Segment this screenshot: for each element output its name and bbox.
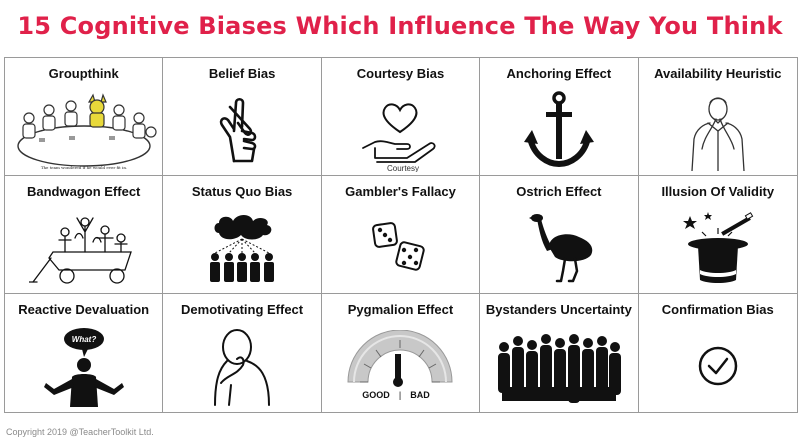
svg-text:|: | [399,390,401,400]
bias-card-anchoring-effect: Anchoring Effect [480,58,639,176]
gauge-icon: GOOD | BAD [322,324,479,408]
bias-card-illusion-of-validity: Illusion Of Validity [638,176,797,294]
bias-title: Courtesy Bias [356,66,445,81]
bias-card-belief-bias: Belief Bias [163,58,322,176]
courtesy-caption: Courtesy [387,164,419,172]
bias-title: Bandwagon Effect [26,184,141,199]
bias-card-bandwagon-effect: Bandwagon Effect [5,176,164,294]
bias-title: Confirmation Bias [661,302,774,317]
bias-title: Ostrich Effect [516,184,602,199]
bias-title: Pygmalion Effect [347,302,454,317]
speech-bubble-text: What? [71,335,96,344]
crowd-thought-icon [163,206,320,289]
bias-card-demotivating-effect: Demotivating Effect [163,294,322,412]
gauge-label-bad: BAD [411,390,431,400]
bias-title: Anchoring Effect [506,66,612,81]
anchor-icon [480,88,637,171]
bias-title: Availability Heuristic [654,66,782,81]
gauge-label-good: GOOD [363,390,391,400]
bias-card-gamblers-fallacy: Gambler's Fallacy [321,176,481,294]
groupthink-caption: The team wondered if he would ever fit i… [41,165,127,170]
heart-in-hand-icon: Courtesy [322,88,479,172]
meeting-table-icon: The team wondered if he would ever fit i… [5,88,162,171]
bandwagon-cart-icon [5,206,162,289]
bias-card-confirmation-bias: Confirmation Bias [639,294,797,412]
bias-title: Groupthink [48,66,119,81]
bias-grid: Groupthink The team wondered if he wou [4,57,798,413]
bias-card-availability-heuristic: Availability Heuristic [638,58,797,176]
dice-icon [322,206,479,289]
bias-card-pygmalion-effect: Pygmalion Effect GOOD | BAD [322,294,481,412]
bias-title: Illusion Of Validity [661,184,775,199]
bias-title: Demotivating Effect [181,302,304,317]
bias-card-courtesy-bias: Courtesy Bias Courtesy [321,58,481,176]
bias-title: Belief Bias [208,66,276,81]
bias-card-groupthink: Groupthink The team wondered if he wou [5,58,164,176]
head-in-hand-icon [163,324,320,408]
bias-card-bystanders-uncertainty: Bystanders Uncertainty [480,294,639,412]
check-circle-icon [639,324,797,408]
ostrich-icon [480,206,637,289]
thinking-man-icon [639,88,797,171]
bias-title: Reactive Devaluation [18,302,150,317]
copyright-footer: Copyright 2019 @TeacherToolkit Ltd. [6,427,154,437]
page-title: 15 Cognitive Biases Which Influence The … [17,12,783,40]
magic-hat-icon [639,206,797,289]
shrugging-man-icon: What? [5,324,162,408]
bias-card-ostrich-effect: Ostrich Effect [480,176,639,294]
bias-card-reactive-devaluation: Reactive Devaluation What? [5,294,164,412]
crossed-fingers-icon [163,88,320,171]
bias-title: Gambler's Fallacy [345,184,456,199]
crowd-silhouette-icon [480,324,637,408]
bias-title: Bystanders Uncertainty [485,302,632,317]
bias-card-status-quo-bias: Status Quo Bias [163,176,322,294]
bias-title: Status Quo Bias [191,184,293,199]
